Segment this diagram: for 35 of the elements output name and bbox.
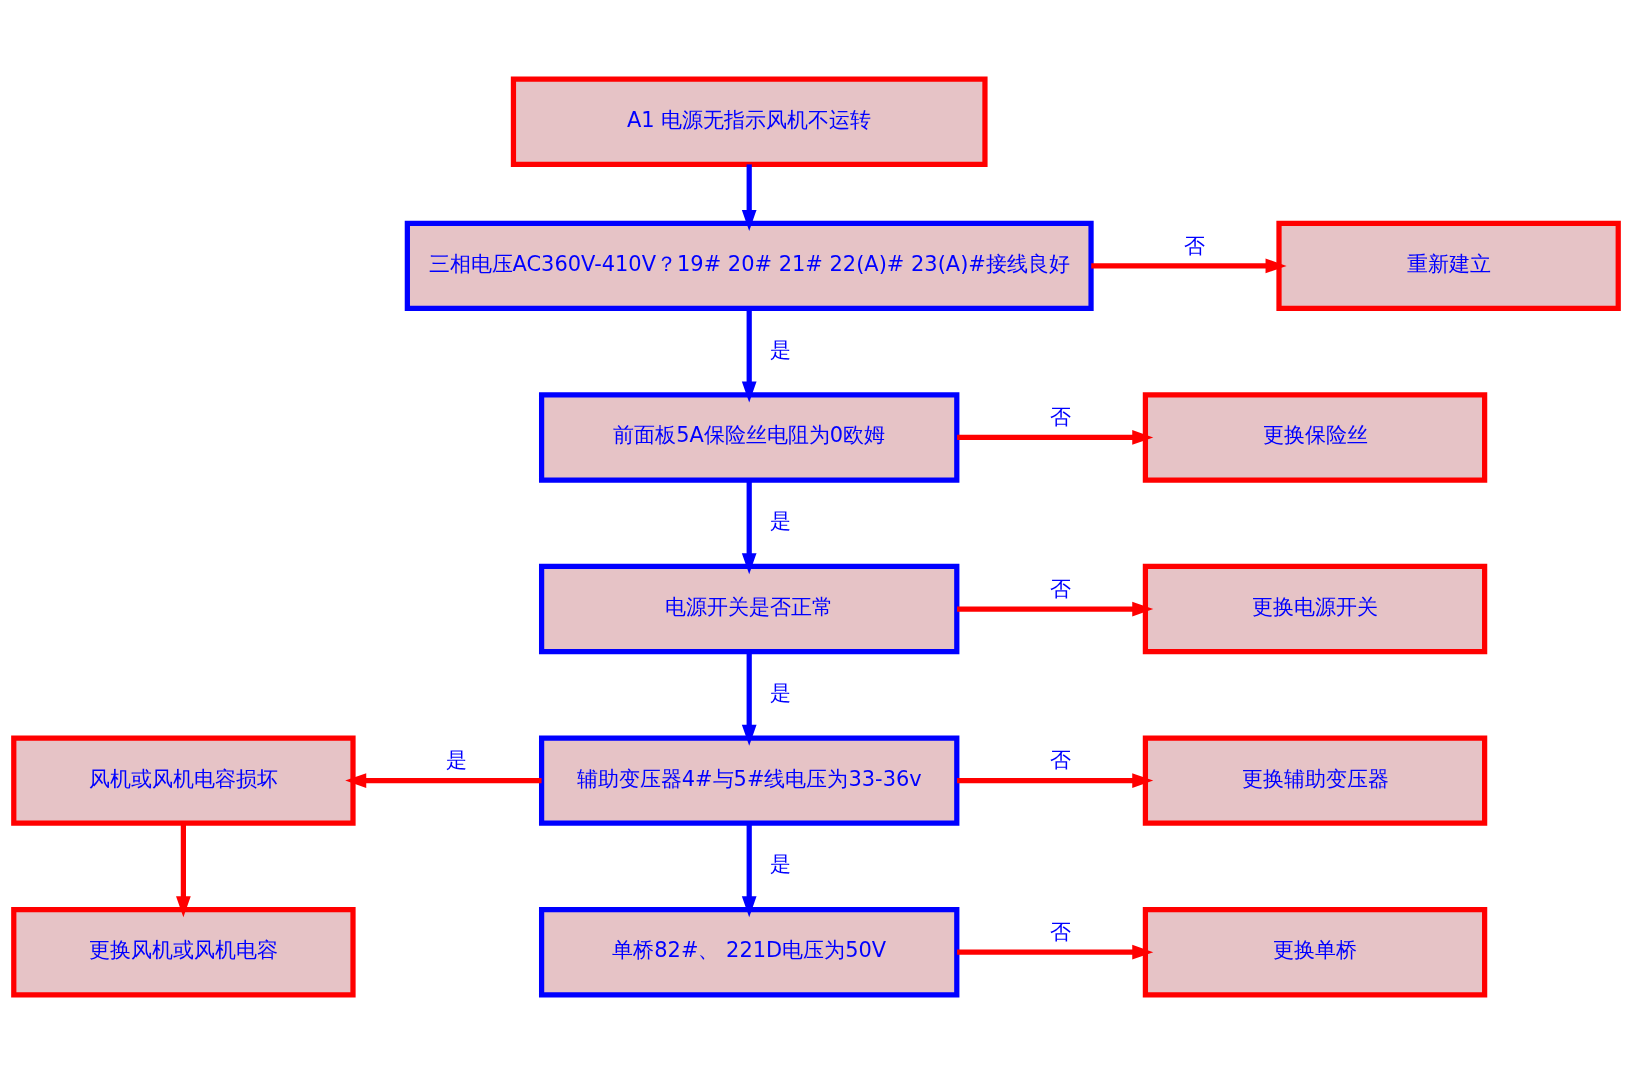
edge-label: 是 bbox=[770, 337, 792, 362]
node-box: A1 电源无指示风机不运转 bbox=[510, 76, 988, 167]
arrow bbox=[1091, 258, 1287, 273]
node-box: 单桥82#、 221D电压为50V bbox=[539, 906, 960, 997]
node-box: 更换保险丝 bbox=[1142, 391, 1488, 483]
arrow bbox=[957, 772, 1154, 788]
node-box: 辅助变压器4#与5#线电压为33-36v bbox=[539, 734, 960, 826]
arrow bbox=[741, 479, 757, 574]
edge-label: 否 bbox=[1183, 233, 1205, 258]
arrow bbox=[741, 651, 757, 746]
arrow bbox=[741, 308, 757, 403]
edge-label: 是 bbox=[770, 851, 792, 876]
arrow bbox=[741, 163, 757, 231]
edge-label: 是 bbox=[770, 508, 792, 533]
arrow bbox=[957, 944, 1154, 960]
edge-label: 是 bbox=[445, 747, 467, 772]
arrow bbox=[957, 601, 1154, 616]
node-box: 三相电压AC360V-410V？19# 20# 21# 22(A)# 23(A)#接线良好 bbox=[404, 220, 1094, 311]
node-box: 前面板5A保险丝电阻为0欧姆 bbox=[539, 391, 960, 483]
edge-label: 是 bbox=[770, 680, 792, 705]
node-box: 更换辅助变压器 bbox=[1142, 734, 1488, 826]
node-box: 更换电源开关 bbox=[1142, 563, 1488, 654]
node-box: 重新建立 bbox=[1276, 220, 1621, 311]
node-box: 更换风机或风机电容 bbox=[11, 906, 356, 997]
arrow bbox=[176, 822, 191, 917]
arrow bbox=[345, 772, 542, 788]
node-box: 风机或风机电容损坏 bbox=[11, 734, 356, 826]
arrow bbox=[741, 822, 757, 917]
node-box: 电源开关是否正常 bbox=[539, 563, 960, 654]
edge-label: 否 bbox=[1049, 747, 1071, 772]
edge-label: 否 bbox=[1049, 576, 1071, 601]
edge-label: 否 bbox=[1049, 404, 1071, 429]
arrow bbox=[957, 429, 1154, 445]
node-box: 更换单桥 bbox=[1142, 906, 1488, 997]
edge-label: 否 bbox=[1049, 919, 1071, 944]
